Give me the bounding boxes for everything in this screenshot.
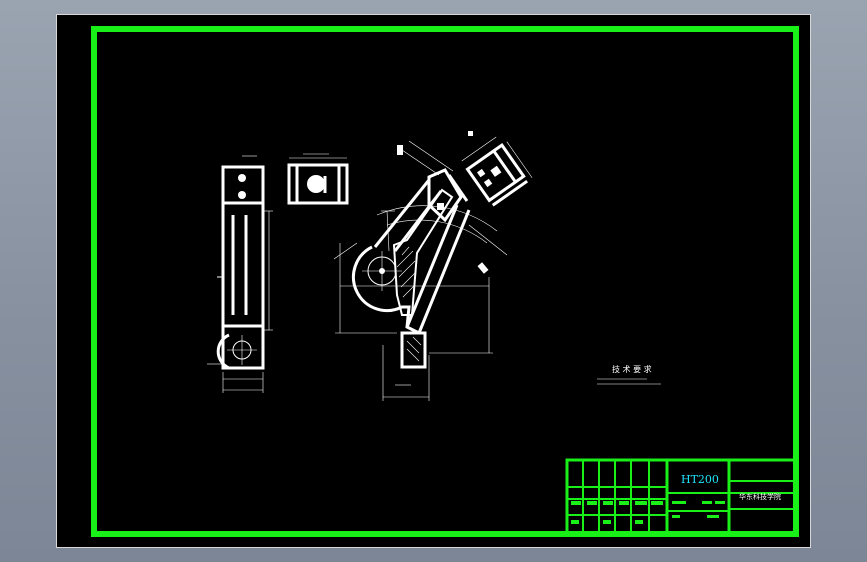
auxiliary-view [461,136,533,207]
view-marker [468,131,473,136]
material-label: HT200 [681,473,719,486]
technical-requirements: 技 术 要 求 [597,364,661,385]
left-side-view [207,155,273,393]
title-block: HT200 华东科技学院 [565,458,797,535]
company-name: 华东科技学院 [739,492,781,501]
cad-drawing-sheet: 技 术 要 求 HT200 华东科 [91,26,799,537]
technical-requirements-title: 技 术 要 求 [612,364,652,374]
main-elevation-view [333,140,508,401]
cad-viewport[interactable]: 技 术 要 求 HT200 华东科 [56,14,811,548]
top-view [287,153,349,205]
drawing-frame [91,26,799,537]
